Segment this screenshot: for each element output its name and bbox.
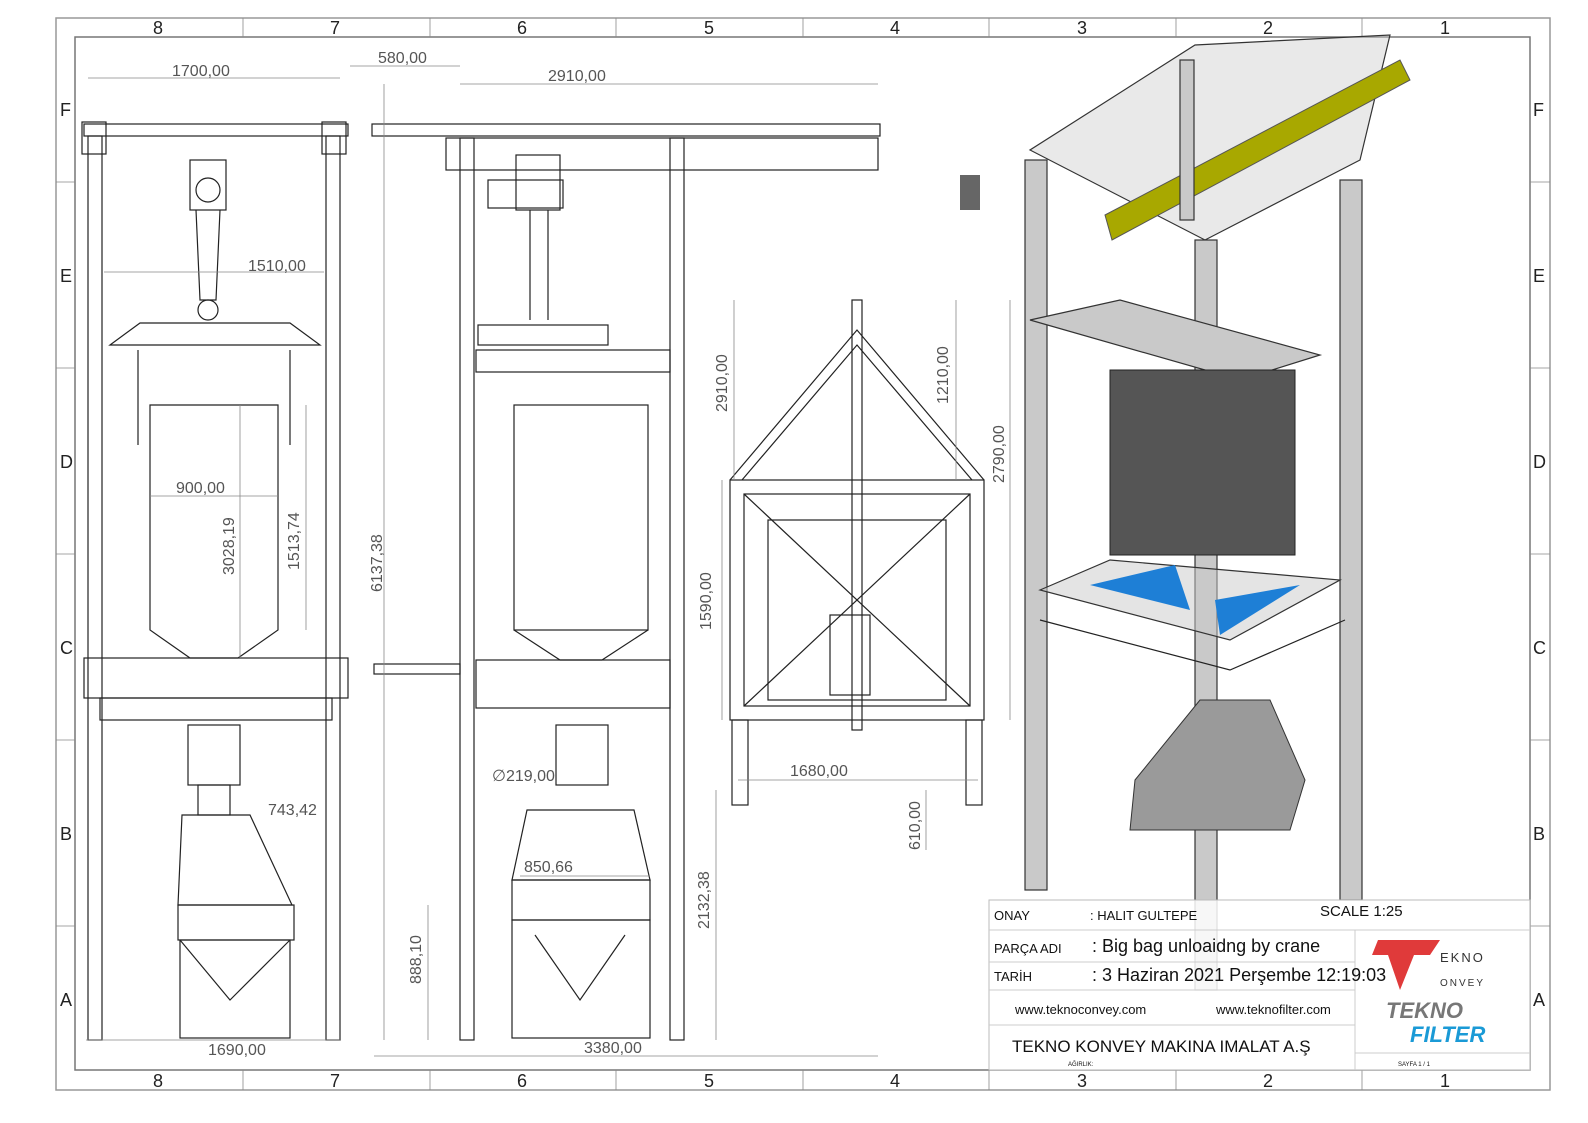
zone-col-7-bottom: 7 xyxy=(330,1071,340,1091)
zone-col-4-bottom: 4 xyxy=(890,1071,900,1091)
zone-labels: 8 7 6 5 4 3 2 1 8 7 6 5 4 3 2 1 F E D C … xyxy=(60,18,1546,1091)
zone-col-2-bottom: 2 xyxy=(1263,1071,1273,1091)
website-teknofilter: www.teknofilter.com xyxy=(1215,1002,1331,1017)
dim-side-width: 2910,00 xyxy=(548,68,606,85)
dim-inner-width: 1510,00 xyxy=(248,258,306,275)
part-name-value: : Big bag unloaidng by crane xyxy=(1092,936,1320,956)
zone-ticks xyxy=(56,18,1550,1090)
scale-label: SCALE 1:25 xyxy=(1320,903,1403,920)
dim-peak-height: 1210,00 xyxy=(935,346,952,404)
dim-base-width: 1690,00 xyxy=(208,1042,266,1059)
dim-cage-height: 1590,00 xyxy=(698,572,715,630)
company-name: TEKNO KONVEY MAKINA IMALAT A.Ş xyxy=(1012,1037,1311,1056)
dim-hook-height: 1513,74 xyxy=(286,512,303,570)
zone-row-b-right: B xyxy=(1533,824,1545,844)
big-bag xyxy=(1109,369,1296,556)
website-teknoconvey: www.teknoconvey.com xyxy=(1014,1002,1146,1017)
zone-col-6-bottom: 6 xyxy=(517,1071,527,1091)
zone-row-c-right: C xyxy=(1533,638,1546,658)
dim-outlet-height: 2132,38 xyxy=(696,871,713,929)
approval-label: ONAY xyxy=(994,908,1030,923)
zone-row-f-right: F xyxy=(1533,100,1544,120)
zone-col-3-bottom: 3 xyxy=(1077,1071,1087,1091)
dim-cage-width: 1680,00 xyxy=(790,763,848,780)
zone-col-4: 4 xyxy=(890,18,900,38)
zone-row-e-right: E xyxy=(1533,266,1545,286)
zone-col-6: 6 xyxy=(517,18,527,38)
svg-text:TEKNO: TEKNO xyxy=(1386,998,1463,1023)
part-name-label: PARÇA ADI xyxy=(994,941,1062,956)
title-block: ONAY : HALIT GULTEPE SCALE 1:25 PARÇA AD… xyxy=(988,899,1531,1071)
dim-bag-height: 3028,19 xyxy=(221,517,238,575)
zone-col-8: 8 xyxy=(153,18,163,38)
dim-hopper-width: 743,42 xyxy=(268,802,317,819)
weight-label: AĞIRLIK: xyxy=(1068,1061,1094,1068)
dim-base-height: 888,10 xyxy=(408,935,425,984)
zone-col-5: 5 xyxy=(704,18,714,38)
date-label: TARİH xyxy=(994,969,1032,984)
zone-row-d-right: D xyxy=(1533,452,1546,472)
dimension-lines xyxy=(86,65,1011,1057)
plate-left xyxy=(1090,565,1190,610)
zone-row-f: F xyxy=(60,100,71,120)
sheet-number: SAYFA 1 / 1 xyxy=(1398,1062,1431,1068)
zone-col-5-bottom: 5 xyxy=(704,1071,714,1091)
zone-col-1: 1 xyxy=(1440,18,1450,38)
dim-leg-height: 610,00 xyxy=(907,801,924,850)
dim-total-length: 3380,00 xyxy=(584,1040,642,1057)
dimension-labels: 1700,00 580,00 2910,00 1510,00 900,00 30… xyxy=(172,50,1008,1059)
zone-row-b: B xyxy=(60,824,72,844)
dim-offset: 580,00 xyxy=(378,50,427,67)
zone-row-e: E xyxy=(60,266,72,286)
dim-frame-height: 2790,00 xyxy=(991,425,1008,483)
zone-col-1-bottom: 1 xyxy=(1440,1071,1450,1091)
zone-col-8-bottom: 8 xyxy=(153,1071,163,1091)
svg-text:FILTER: FILTER xyxy=(1410,1022,1485,1047)
zone-row-a: A xyxy=(60,990,72,1010)
zone-col-3: 3 xyxy=(1077,18,1087,38)
dim-total-height: 6137,38 xyxy=(369,534,386,592)
zone-row-a-right: A xyxy=(1533,990,1545,1010)
svg-text:EKNO: EKNO xyxy=(1440,950,1485,965)
dim-bag-width: 900,00 xyxy=(176,480,225,497)
dim-roof-height: 2910,00 xyxy=(714,354,731,412)
inner-frame xyxy=(74,36,1531,1071)
zone-row-c: C xyxy=(60,638,73,658)
zone-row-d: D xyxy=(60,452,73,472)
dim-front-width: 1700,00 xyxy=(172,63,230,80)
dim-hopper-side-width: 850,66 xyxy=(524,859,573,876)
zone-col-2: 2 xyxy=(1263,18,1273,38)
date-value: : 3 Haziran 2021 Perşembe 12:19:03 xyxy=(1092,965,1386,985)
side-view xyxy=(371,123,881,1041)
svg-text:ONVEY: ONVEY xyxy=(1440,978,1485,989)
approval-value: : HALIT GULTEPE xyxy=(1090,908,1197,923)
front-view xyxy=(81,121,349,1041)
dim-outlet-diameter: ∅219,00 xyxy=(492,768,555,785)
zone-col-7: 7 xyxy=(330,18,340,38)
end-view xyxy=(729,299,985,806)
plate-right xyxy=(1215,585,1300,635)
isometric-view xyxy=(960,34,1411,991)
tekno-convey-logo: EKNO ONVEY xyxy=(1372,940,1485,990)
tekno-filter-logo: TEKNO FILTER xyxy=(1386,998,1485,1047)
